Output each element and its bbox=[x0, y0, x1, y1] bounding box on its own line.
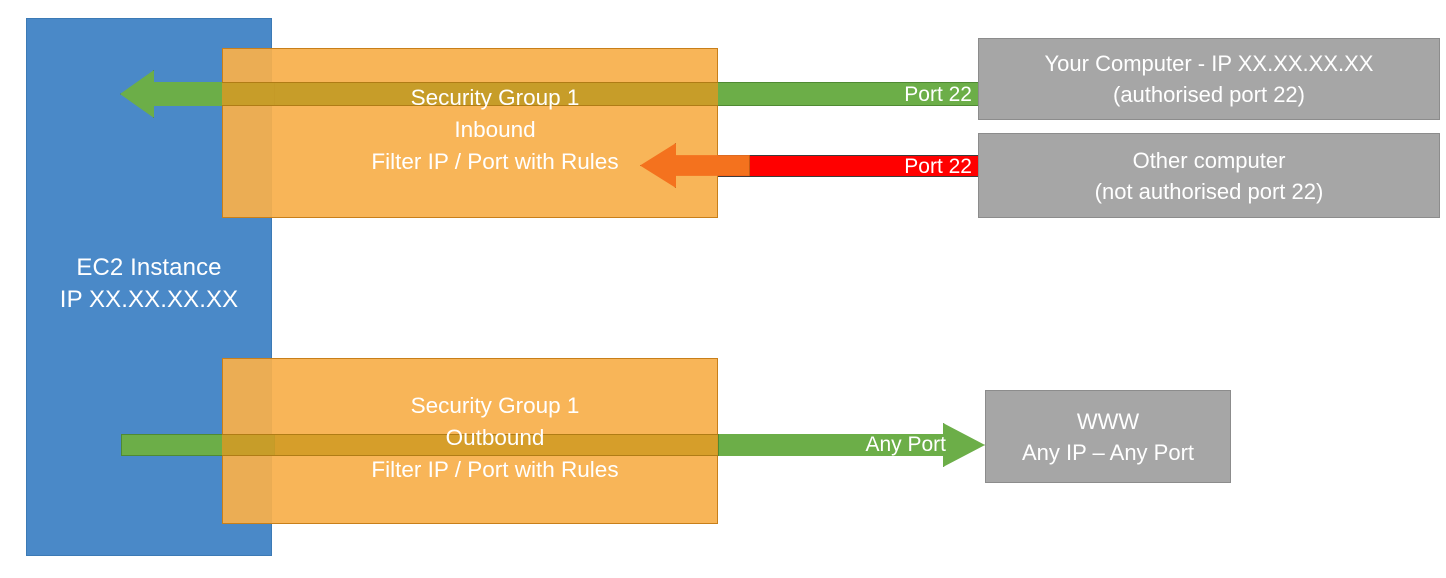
your-computer-line1: Your Computer - IP XX.XX.XX.XX bbox=[1044, 51, 1374, 76]
other-computer-line1: Other computer bbox=[1132, 147, 1286, 173]
endpoint-www: WWW Any IP – Any Port bbox=[985, 390, 1231, 483]
ec2-instance-label: EC2 Instance IP XX.XX.XX.XX bbox=[26, 252, 272, 316]
www-line2: Any IP – Any Port bbox=[1021, 439, 1195, 465]
allowed-inbound-band-overlap bbox=[222, 82, 718, 106]
ec2-instance-name: EC2 Instance bbox=[76, 254, 222, 281]
endpoint-other-computer: Other computer (not authorised port 22) bbox=[978, 133, 1440, 218]
endpoint-your-computer: Your Computer - IP XX.XX.XX.XX (authoris… bbox=[978, 38, 1440, 120]
blocked-inbound-band bbox=[718, 155, 978, 177]
security-group-inbound-box bbox=[222, 48, 718, 218]
ec2-instance-ip: IP XX.XX.XX.XX bbox=[59, 286, 239, 313]
allowed-outbound-arrow-icon bbox=[718, 423, 985, 467]
www-line1: WWW bbox=[1076, 408, 1140, 434]
allowed-outbound-band-overlap bbox=[222, 434, 718, 456]
other-computer-line2: (not authorised port 22) bbox=[1094, 178, 1324, 204]
your-computer-line2: (authorised port 22) bbox=[1113, 82, 1305, 107]
